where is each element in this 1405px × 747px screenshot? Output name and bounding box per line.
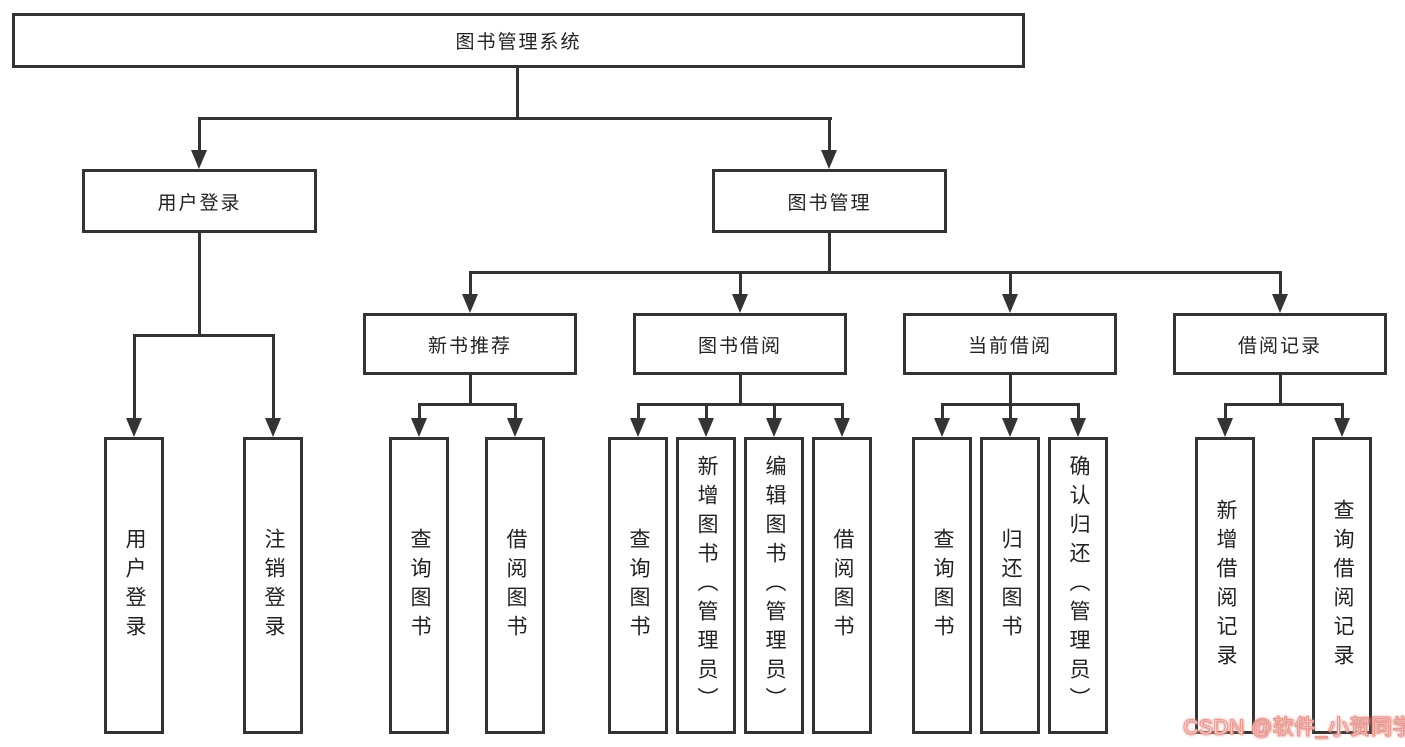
leaf-label: 用户登录 (123, 527, 146, 644)
connector-line (637, 403, 640, 420)
connector-line (773, 403, 776, 420)
connector-line (418, 403, 421, 420)
connector-line (637, 403, 844, 406)
connector-line (841, 403, 844, 420)
arrow-down-icon (821, 150, 837, 169)
arrow-down-icon (1002, 418, 1018, 437)
connector-line (418, 403, 517, 406)
connector-line (1009, 271, 1012, 295)
connector-line (705, 403, 708, 420)
arrow-down-icon (265, 418, 281, 437)
arrow-down-icon (766, 418, 782, 437)
node-leaf-query-books: 查询图书 (608, 437, 668, 734)
node-leaf-add-borrow-record: 新增借阅记录 (1195, 437, 1255, 734)
node-new-book-recommend-label: 新书推荐 (427, 335, 512, 357)
leaf-label: 查询借阅记录 (1331, 498, 1354, 673)
arrow-down-icon (462, 294, 478, 313)
connector-line (1224, 403, 1227, 420)
leaf-label: 新增借阅记录 (1214, 498, 1237, 673)
node-leaf-borrow-books: 借阅图书 (812, 437, 872, 734)
arrow-down-icon (411, 418, 427, 437)
arrow-down-icon (698, 418, 714, 437)
node-book-management: 图书管理 (712, 169, 947, 233)
node-book-borrowing-label: 图书借阅 (697, 335, 782, 357)
csdn-watermark: CSDN @软件_小贺同学 (1182, 715, 1405, 739)
node-current-borrowing: 当前借阅 (903, 313, 1117, 375)
node-user-login: 用户登录 (82, 169, 317, 233)
connector-line (198, 117, 201, 152)
connector-line (469, 271, 472, 295)
leaf-label: 编辑图书（管理员） (763, 455, 786, 716)
connector-line (198, 117, 832, 120)
arrow-down-icon (1002, 294, 1018, 313)
arrow-down-icon (630, 418, 646, 437)
arrow-down-icon (834, 418, 850, 437)
node-library-system: 图书管理系统 (12, 13, 1025, 68)
connector-line (469, 271, 1282, 274)
leaf-label: 确认归还（管理员） (1067, 455, 1090, 716)
node-library-system-label: 图书管理系统 (455, 32, 582, 53)
connector-line (1009, 375, 1012, 406)
node-leaf-return-book: 归还图书 (980, 437, 1040, 734)
connector-line (514, 403, 517, 420)
connector-line (516, 68, 519, 117)
node-current-borrowing-label: 当前借阅 (967, 335, 1052, 357)
leaf-label: 注销登录 (262, 527, 285, 644)
connector-line (1279, 271, 1282, 295)
arrow-down-icon (934, 418, 950, 437)
leaf-label: 借阅图书 (504, 527, 527, 644)
connector-line (941, 403, 944, 420)
leaf-label: 借阅图书 (831, 527, 854, 644)
arrow-down-icon (191, 150, 207, 169)
connector-line (272, 334, 275, 420)
node-leaf-confirm-return-admin: 确认归还（管理员） (1048, 437, 1108, 734)
node-leaf-edit-book-admin: 编辑图书（管理员） (744, 437, 804, 734)
leaf-label: 查询图书 (408, 527, 431, 644)
node-user-login-label: 用户登录 (157, 192, 242, 214)
connector-line (1341, 403, 1344, 420)
connector-line (828, 117, 831, 152)
arrow-down-icon (1272, 294, 1288, 313)
node-leaf-add-book-admin: 新增图书（管理员） (676, 437, 736, 734)
node-leaf-query-books: 查询图书 (912, 437, 972, 734)
connector-line (828, 233, 831, 274)
node-borrow-records-label: 借阅记录 (1237, 335, 1322, 357)
connector-line (1279, 375, 1282, 406)
arrow-down-icon (1070, 418, 1086, 437)
arrow-down-icon (1334, 418, 1350, 437)
connector-line (133, 334, 275, 337)
node-new-book-recommend: 新书推荐 (363, 313, 577, 375)
node-leaf-query-borrow-record: 查询借阅记录 (1312, 437, 1372, 734)
connector-line (198, 233, 201, 337)
leaf-label: 归还图书 (999, 527, 1022, 644)
node-book-management-label: 图书管理 (787, 192, 872, 214)
node-borrow-records: 借阅记录 (1173, 313, 1387, 375)
node-leaf-query-books: 查询图书 (389, 437, 449, 734)
node-leaf-logout: 注销登录 (243, 437, 303, 734)
connector-line (469, 375, 472, 406)
connector-line (133, 334, 136, 420)
node-leaf-user-login: 用户登录 (104, 437, 164, 734)
node-leaf-borrow-books: 借阅图书 (485, 437, 545, 734)
connector-line (1077, 403, 1080, 420)
arrow-down-icon (507, 418, 523, 437)
node-book-borrowing: 图书借阅 (633, 313, 847, 375)
leaf-label: 查询图书 (627, 527, 650, 644)
connector-line (739, 375, 742, 406)
connector-line (1224, 403, 1344, 406)
arrow-down-icon (126, 418, 142, 437)
arrow-down-icon (732, 294, 748, 313)
connector-line (739, 271, 742, 295)
leaf-label: 新增图书（管理员） (695, 455, 718, 716)
leaf-label: 查询图书 (931, 527, 954, 644)
connector-line (1009, 403, 1012, 420)
arrow-down-icon (1217, 418, 1233, 437)
